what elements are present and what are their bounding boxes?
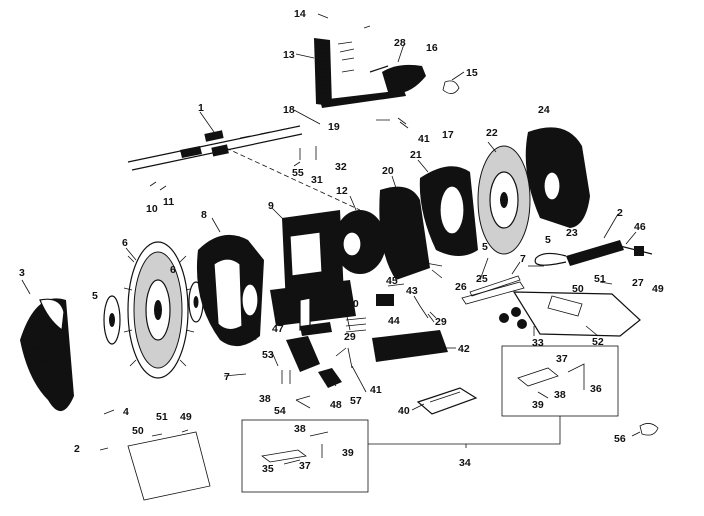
callout-51-left: 51 bbox=[156, 411, 168, 423]
callout-24: 24 bbox=[538, 104, 550, 116]
callout-51-right: 51 bbox=[594, 273, 606, 285]
callout-49-left: 49 bbox=[180, 411, 192, 423]
wire-wheel-left bbox=[123, 241, 195, 379]
callout-41-top: 41 bbox=[418, 133, 430, 145]
callout-5-center: 5 bbox=[482, 241, 488, 253]
callout-26: 26 bbox=[455, 281, 467, 293]
callout-5-right: 5 bbox=[545, 234, 551, 246]
callout-4: 4 bbox=[123, 406, 129, 418]
left-wheel-guard bbox=[20, 298, 74, 412]
callout-37-left: 37 bbox=[299, 460, 311, 472]
callout-43: 43 bbox=[406, 285, 418, 297]
callout-28: 28 bbox=[394, 37, 406, 49]
callout-53: 53 bbox=[262, 349, 274, 361]
callout-12: 12 bbox=[336, 185, 348, 197]
callout-10: 10 bbox=[146, 203, 158, 215]
callout-20: 20 bbox=[382, 165, 394, 177]
callout-50-right: 50 bbox=[572, 283, 584, 295]
callout-14: 14 bbox=[294, 8, 306, 20]
eye-shield-part bbox=[314, 38, 332, 106]
callout-45: 45 bbox=[386, 275, 398, 287]
callout-27: 27 bbox=[632, 277, 644, 289]
motor-housing bbox=[270, 186, 443, 336]
callout-55: 55 bbox=[292, 167, 304, 179]
lamp-bulb-part bbox=[442, 80, 460, 94]
left-base-bracket bbox=[99, 409, 211, 501]
callout-38-standalone: 38 bbox=[259, 393, 271, 405]
callout-47: 47 bbox=[272, 323, 284, 335]
callout-38-right-kit: 38 bbox=[554, 389, 566, 401]
kit-connector-line bbox=[368, 416, 561, 445]
shaft-assembly bbox=[127, 125, 361, 211]
outer-wheel-guard-right bbox=[525, 127, 590, 228]
callout-41-bottom: 41 bbox=[370, 384, 382, 396]
base-tray bbox=[512, 291, 641, 337]
callout-29-right: 29 bbox=[435, 316, 447, 328]
callout-9: 9 bbox=[268, 200, 274, 212]
callout-7-right: 7 bbox=[520, 253, 526, 265]
callout-11: 11 bbox=[163, 196, 174, 208]
lamp-housing-part bbox=[382, 64, 426, 94]
callout-31: 31 bbox=[311, 174, 323, 186]
callout-57: 57 bbox=[350, 395, 362, 407]
callout-2-base: 2 bbox=[74, 443, 80, 455]
callout-1: 1 bbox=[198, 102, 204, 114]
callout-33: 33 bbox=[532, 337, 544, 349]
callout-17: 17 bbox=[442, 129, 454, 141]
callout-36: 36 bbox=[590, 383, 602, 395]
callout-6-wheel: 6 bbox=[122, 237, 128, 249]
callout-16: 16 bbox=[426, 42, 438, 54]
tool-rest bbox=[416, 387, 478, 415]
callout-49-right: 49 bbox=[652, 283, 664, 295]
callout-38-left-kit: 38 bbox=[294, 423, 306, 435]
callout-34: 34 bbox=[459, 457, 471, 469]
mounting-kit-left bbox=[241, 419, 369, 493]
callout-48: 48 bbox=[330, 399, 342, 411]
callout-30: 30 bbox=[347, 298, 359, 310]
callout-13: 13 bbox=[283, 49, 295, 61]
rubber-feet bbox=[499, 307, 527, 329]
cap-part bbox=[639, 423, 659, 436]
callout-15: 15 bbox=[466, 67, 478, 79]
callout-22: 22 bbox=[486, 127, 498, 139]
callout-39-right-kit: 39 bbox=[532, 399, 544, 411]
callout-29-left: 29 bbox=[344, 331, 356, 343]
callout-54: 54 bbox=[274, 405, 286, 417]
callout-35: 35 bbox=[262, 463, 274, 475]
callout-52: 52 bbox=[592, 336, 604, 348]
callout-46: 46 bbox=[634, 221, 646, 233]
callout-42: 42 bbox=[458, 343, 470, 355]
callout-18: 18 bbox=[283, 104, 295, 116]
callout-56: 56 bbox=[614, 433, 626, 445]
lamp-arm-part bbox=[320, 90, 406, 108]
callout-23: 23 bbox=[566, 227, 578, 239]
callout-25: 25 bbox=[476, 273, 488, 285]
callout-2-cord: 2 bbox=[617, 207, 623, 219]
lower-small-parts bbox=[223, 336, 353, 401]
callout-21: 21 bbox=[410, 149, 422, 161]
callout-19: 19 bbox=[328, 121, 340, 133]
wire-wheel-right bbox=[477, 145, 531, 255]
switch-assembly bbox=[345, 294, 448, 362]
callout-32: 32 bbox=[335, 161, 347, 173]
power-cord bbox=[534, 240, 653, 266]
callout-5-left: 5 bbox=[92, 290, 98, 302]
inner-wheel-guard-left bbox=[196, 234, 264, 347]
callout-3: 3 bbox=[19, 267, 25, 279]
leader-lines bbox=[21, 13, 641, 448]
callout-39-left-kit: 39 bbox=[342, 447, 354, 459]
callout-44: 44 bbox=[388, 315, 400, 327]
callout-8: 8 bbox=[201, 209, 207, 221]
callout-7-left: 7 bbox=[224, 371, 230, 383]
callout-6-flange: 6 bbox=[170, 264, 176, 276]
callout-labels: 1 2 2 3 4 5 5 5 6 6 7 7 8 9 10 11 12 13 … bbox=[19, 8, 664, 475]
callout-37-right: 37 bbox=[556, 353, 568, 365]
inner-wheel-guard-right bbox=[419, 166, 478, 256]
lamp-assembly bbox=[314, 25, 460, 125]
cover-plate bbox=[461, 275, 525, 305]
callout-50-left: 50 bbox=[132, 425, 144, 437]
callout-40: 40 bbox=[398, 405, 410, 417]
